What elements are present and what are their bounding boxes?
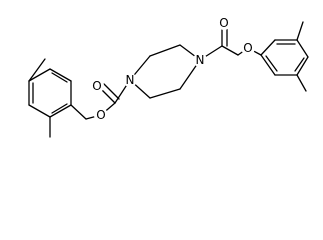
bond bbox=[221, 45, 239, 56]
bond bbox=[296, 56, 309, 76]
atom-background bbox=[94, 108, 108, 122]
bond bbox=[99, 87, 116, 104]
bond bbox=[49, 68, 72, 82]
atom-labels: O N O O N O bbox=[90, 16, 255, 122]
ether-oxygen-left-label: O bbox=[96, 108, 105, 122]
atom-background bbox=[123, 73, 137, 87]
bond bbox=[28, 68, 51, 82]
bond bbox=[49, 104, 72, 118]
atom-background bbox=[193, 53, 207, 67]
amide-nitrogen-right-label: N bbox=[196, 53, 205, 67]
bond bbox=[296, 21, 304, 41]
carbonyl-oxygen-right-label: O bbox=[219, 16, 228, 30]
bond bbox=[70, 104, 87, 120]
bond bbox=[149, 88, 181, 99]
atom-background bbox=[241, 41, 255, 55]
bond bbox=[294, 57, 305, 72]
bond bbox=[260, 39, 276, 56]
ether-oxygen-right-label: O bbox=[243, 41, 252, 55]
chemical-structure-diagram: O N O O N O bbox=[28, 16, 309, 138]
bond bbox=[28, 58, 46, 82]
bond bbox=[28, 104, 51, 118]
bond bbox=[265, 55, 278, 72]
bond bbox=[51, 72, 68, 83]
bond bbox=[296, 39, 309, 58]
bond bbox=[149, 44, 181, 57]
bond bbox=[260, 54, 276, 76]
atom-background bbox=[90, 79, 104, 93]
bond bbox=[51, 103, 68, 114]
bond bbox=[103, 83, 120, 100]
atom-background bbox=[217, 16, 231, 30]
carbonyl-oxygen-left-label: O bbox=[92, 79, 101, 93]
bonds bbox=[28, 21, 309, 138]
amide-nitrogen-left-label: N bbox=[126, 73, 135, 87]
bond bbox=[296, 74, 307, 92]
